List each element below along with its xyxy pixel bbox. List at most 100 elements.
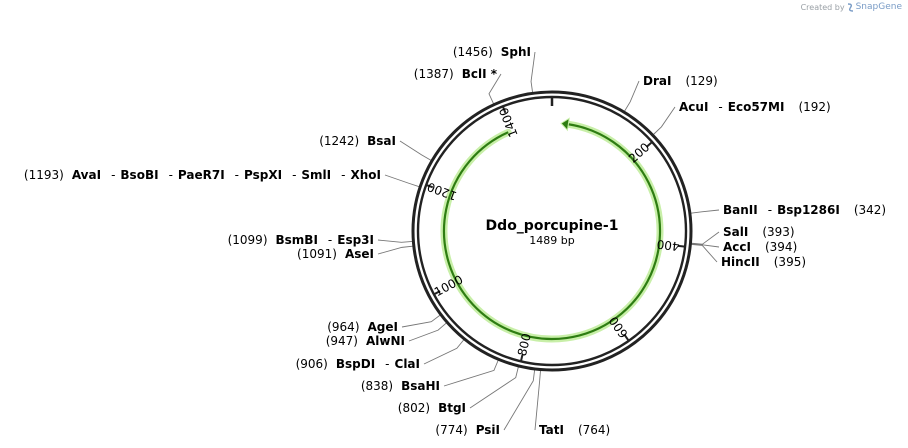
site-label-acui[interactable]: AcuI-Eco57MI (192) — [679, 100, 831, 114]
site-position: (1242) — [319, 134, 359, 148]
plasmid-backbone — [411, 90, 693, 372]
site-label-drai[interactable]: DraI (129) — [643, 74, 718, 88]
site-position: (393) — [762, 225, 794, 239]
enzyme-name: PaeR7I — [178, 168, 225, 182]
site-leader-line — [691, 243, 720, 248]
site-label-sphi[interactable]: (1456) SphI — [453, 45, 531, 59]
site-position: (129) — [685, 74, 717, 88]
site-position: (774) — [435, 423, 467, 437]
enzyme-name: Eco57MI — [728, 100, 785, 114]
site-leader-line — [503, 369, 536, 431]
site-label-avai[interactable]: (1193)AvaI-BsoBI-PaeR7I-PspXI-SmlI-XhoI — [24, 168, 381, 182]
site-leader-line — [653, 106, 676, 135]
enzyme-separator: - — [292, 168, 296, 182]
site-position: (1387) — [414, 67, 454, 81]
site-label-acci[interactable]: AccI(394) — [723, 240, 797, 254]
scale-tick-label: 600 — [606, 314, 631, 341]
scale-tick-label: 800 — [515, 332, 534, 358]
site-leader-line — [377, 245, 413, 255]
enzyme-name: TatI — [539, 423, 564, 437]
scale-tick — [433, 290, 441, 296]
scale-tick-label: 200 — [626, 140, 652, 166]
site-position: (1193) — [24, 168, 64, 182]
snapgene-logo-icon — [847, 2, 853, 12]
site-position: (964) — [327, 320, 359, 334]
site-label-asei[interactable]: (1091) AseI — [297, 247, 374, 261]
backbone-outer-ring — [411, 90, 693, 372]
site-leader-line — [469, 366, 519, 409]
enzyme-name: Bsp1286I — [777, 203, 840, 217]
enzyme-name: BclI * — [462, 67, 498, 81]
site-leader-line — [408, 322, 447, 342]
enzyme-separator: - — [169, 168, 173, 182]
feature-arrowhead — [560, 117, 570, 132]
enzyme-name: AgeI — [368, 320, 398, 334]
scale-tick — [623, 334, 630, 342]
site-label-sali[interactable]: SalI(393) — [723, 225, 795, 239]
watermark-prefix: Created by — [800, 2, 845, 12]
scale-tick — [678, 244, 686, 248]
feature-arc — [442, 123, 662, 341]
site-label-psii[interactable]: (774) PsiI — [435, 423, 500, 437]
enzyme-name: ClaI — [395, 357, 420, 371]
enzyme-name: AvaI — [72, 168, 101, 182]
site-position: (838) — [361, 379, 393, 393]
site-leader-line — [401, 314, 441, 328]
scale-tick-label: 1000 — [432, 273, 466, 300]
scale-tick — [501, 105, 507, 114]
enzyme-separator: - — [341, 168, 345, 182]
site-label-agei[interactable]: (964) AgeI — [327, 320, 398, 334]
watermark-brand: SnapGene — [855, 2, 902, 12]
enzyme-name: BsaHI — [401, 379, 440, 393]
enzyme-name: PsiI — [476, 423, 500, 437]
site-leader-line — [488, 73, 502, 104]
site-label-hincii[interactable]: HincII (395) — [721, 255, 806, 269]
enzyme-name: AseI — [345, 247, 374, 261]
site-label-banii[interactable]: BanII-Bsp1286I(342) — [723, 203, 886, 217]
enzyme-name: HincII — [721, 255, 760, 269]
enzyme-name: SphI — [501, 45, 531, 59]
site-position: (1091) — [297, 247, 337, 261]
enzyme-name: BtgI — [438, 401, 466, 415]
site-position: (1099) — [228, 233, 268, 247]
plasmid-length: 1489 bp — [529, 234, 574, 247]
site-label-btgi[interactable]: (802)BtgI — [398, 401, 466, 415]
enzyme-separator: - — [718, 100, 722, 114]
site-position: (947) — [326, 334, 358, 348]
feature-arrow — [440, 117, 664, 343]
site-position: (906) — [296, 357, 328, 371]
enzyme-separator: - — [328, 233, 332, 247]
site-label-bsahi[interactable]: (838) BsaHI — [361, 379, 440, 393]
site-leader-line — [691, 243, 718, 263]
enzyme-name: Esp3I — [337, 233, 374, 247]
site-label-alwni[interactable]: (947) AlwNI — [326, 334, 405, 348]
site-label-bsai[interactable]: (1242) BsaI — [319, 134, 396, 148]
enzyme-separator: - — [235, 168, 239, 182]
enzyme-separator: - — [385, 357, 389, 371]
enzyme-name: AcuI — [679, 100, 708, 114]
site-label-bsmbi[interactable]: (1099) BsmBI-Esp3I — [228, 233, 374, 247]
enzyme-name: BsaI — [367, 134, 396, 148]
enzyme-name: SmlI — [301, 168, 331, 182]
leader-lines — [377, 51, 720, 431]
scale-tick — [519, 354, 524, 362]
enzyme-name: AlwNI — [366, 334, 405, 348]
enzyme-name: BanII — [723, 203, 758, 217]
site-position: (192) — [798, 100, 830, 114]
enzyme-name: DraI — [643, 74, 671, 88]
site-label-bspdi[interactable]: (906) BspDI-ClaI — [296, 357, 420, 371]
enzyme-name: BspDI — [336, 357, 375, 371]
enzyme-separator: - — [768, 203, 772, 217]
site-position: (394) — [765, 240, 797, 254]
scale-tick-label: 400 — [656, 237, 680, 254]
scale-tick — [646, 141, 653, 148]
site-label-tati[interactable]: TatI(764) — [539, 423, 610, 437]
site-leader-line — [423, 339, 465, 365]
site-leader-line — [377, 239, 413, 243]
site-leader-line — [691, 231, 720, 245]
enzyme-name: BsmBI — [276, 233, 318, 247]
site-position: (395) — [774, 255, 806, 269]
site-label-bcli[interactable]: (1387) BclI * — [414, 67, 498, 81]
site-position: (1456) — [453, 45, 493, 59]
